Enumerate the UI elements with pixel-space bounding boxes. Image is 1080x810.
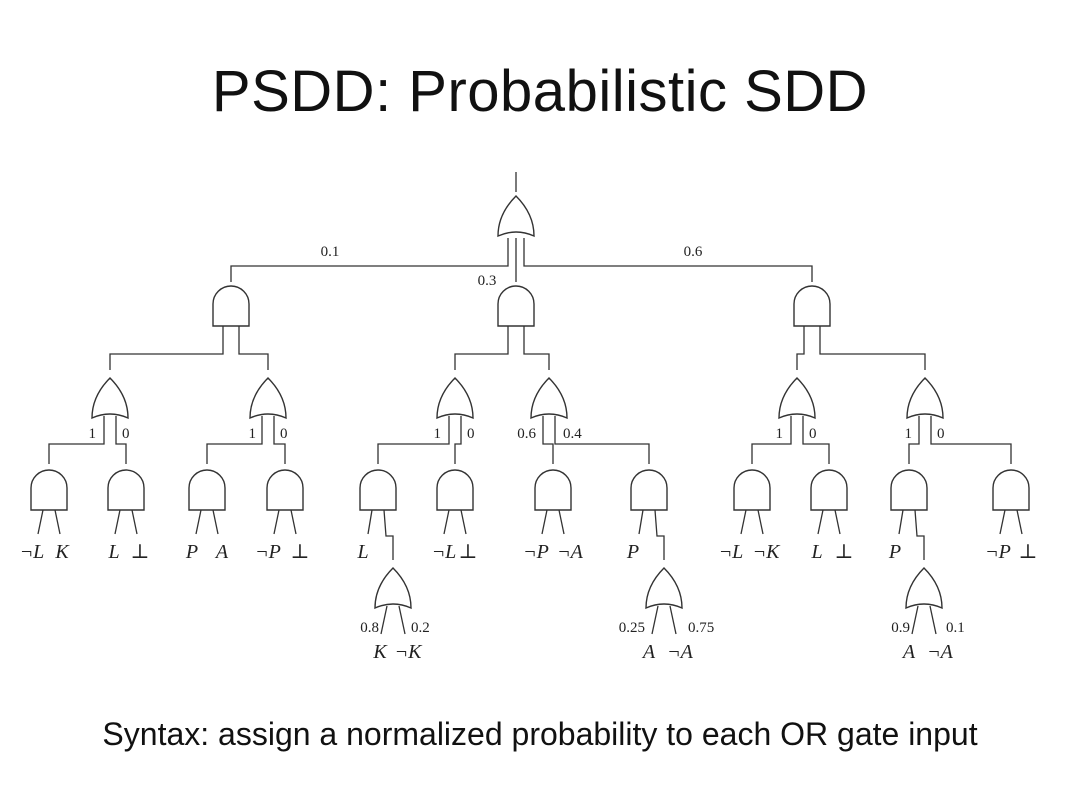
literal: ¬L (719, 541, 744, 563)
branch-2-leaf-and-gate-1 (359, 469, 397, 511)
branch-1-left-or-gate (91, 377, 129, 419)
branch-2-sub-or-right-weight-1: 0.25 (619, 620, 645, 636)
literal: A (641, 641, 656, 663)
branch-3-left-or-gate (778, 377, 816, 419)
root-weight-2: 0.3 (478, 273, 497, 289)
branch-3-right-weight-2: 0 (937, 426, 945, 442)
literal: ¬A (557, 541, 583, 563)
literal: A (214, 541, 229, 563)
literal: ¬P (985, 541, 1011, 563)
literal: K (54, 541, 70, 563)
branch-3-left-weight-2: 0 (809, 426, 817, 442)
branch-1-leaf-and-gate-1 (30, 469, 68, 511)
branch-2-left-weight-2: 0 (467, 426, 475, 442)
branch-3-sub-or-gate (905, 567, 943, 609)
slide-caption: Syntax: assign a normalized probability … (102, 716, 978, 752)
branch-2-leaf-and-gate-3 (534, 469, 572, 511)
branch-2-leaf-and-gate-2 (436, 469, 474, 511)
literal: ¬P (523, 541, 549, 563)
literal: P (185, 541, 198, 563)
literal: ¬A (927, 641, 953, 663)
literal: ⊥ (835, 541, 854, 563)
branch-3-left-weight-1: 1 (776, 426, 784, 442)
branch-1-left-weight-1: 1 (89, 426, 97, 442)
branch-1-right-weight-2: 0 (280, 426, 288, 442)
literal: ⊥ (291, 541, 310, 563)
branch-3-and-gate (793, 285, 831, 327)
branch-3-leaf-and-gate-2 (810, 469, 848, 511)
literal: P (626, 541, 639, 563)
branch-3-leaf-and-gate-1 (733, 469, 771, 511)
branch-1-and-gate (212, 285, 250, 327)
branch-1-right-or-gate (249, 377, 287, 419)
branch-2-sub-or-gate-left (374, 567, 412, 609)
branch-2-left-or-gate (436, 377, 474, 419)
literal: ¬A (667, 641, 693, 663)
branch-1-leaf-and-gate-3 (188, 469, 226, 511)
literal: L (356, 541, 368, 563)
branch-3-right-or-gate (906, 377, 944, 419)
branch-3-sub-or-weight-1: 0.9 (891, 620, 910, 636)
root-weight-1: 0.1 (321, 244, 340, 260)
literal: L (107, 541, 119, 563)
branch-2-left-weight-1: 1 (434, 426, 442, 442)
literal: ¬P (255, 541, 281, 563)
branch-2-right-weight-1: 0.6 (517, 426, 536, 442)
literal: K (372, 641, 388, 663)
literal: ⊥ (131, 541, 150, 563)
literal: ⊥ (1019, 541, 1038, 563)
literal: ¬K (753, 541, 781, 563)
literal: ¬K (395, 641, 423, 663)
branch-1-leaf-and-gate-2 (107, 469, 145, 511)
branch-3-sub-or-weight-2: 0.1 (946, 620, 965, 636)
branch-2-right-weight-2: 0.4 (563, 426, 582, 442)
branch-2-sub-or-gate-right (645, 567, 683, 609)
branch-2-sub-or-left-weight-2: 0.2 (411, 620, 430, 636)
literal: L (810, 541, 822, 563)
branch-2-leaf-and-gate-4 (630, 469, 668, 511)
branch-3-wiring (740, 326, 1023, 635)
branch-1-wiring (37, 326, 297, 535)
root-wiring (230, 172, 813, 282)
branch-2-and-gate (497, 285, 535, 327)
literal: A (901, 641, 916, 663)
literal: P (888, 541, 901, 563)
literal: ¬L (20, 541, 45, 563)
literal: ¬L (432, 541, 457, 563)
branch-1-right-weight-1: 1 (249, 426, 257, 442)
branch-1-left-weight-2: 0 (122, 426, 130, 442)
root-weight-3: 0.6 (684, 244, 703, 260)
branch-2-right-or-gate (530, 377, 568, 419)
literal: ⊥ (459, 541, 478, 563)
branch-2-sub-or-left-weight-1: 0.8 (360, 620, 379, 636)
branch-3-leaf-and-gate-4 (992, 469, 1030, 511)
branch-3-leaf-and-gate-3 (890, 469, 928, 511)
branch-1-leaf-and-gate-4 (266, 469, 304, 511)
branch-3-right-weight-1: 1 (905, 426, 913, 442)
branch-2-sub-or-right-weight-2: 0.75 (688, 620, 714, 636)
slide-title: PSDD: Probabilistic SDD (211, 59, 869, 124)
branch-2-wiring (367, 326, 677, 635)
root-or-gate (497, 195, 535, 237)
